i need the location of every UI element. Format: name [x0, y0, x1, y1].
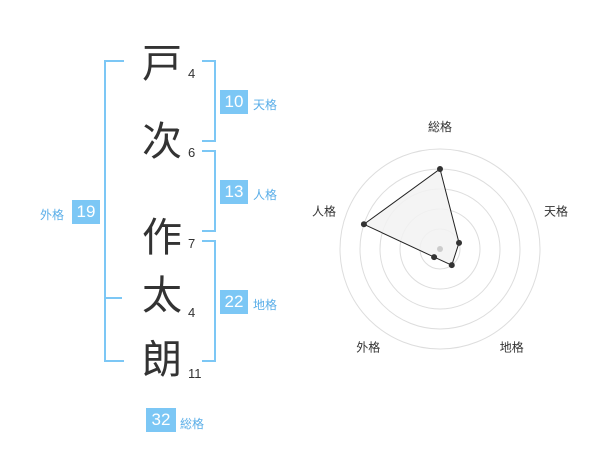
name-char-4: 太	[142, 273, 182, 319]
radar-point-4	[431, 254, 438, 261]
tenkaku-bracket	[202, 60, 216, 142]
radar-center-point	[437, 246, 443, 252]
radar-point-3	[448, 262, 455, 269]
chikaku-label: 地格	[253, 298, 278, 312]
radar-point-5	[360, 221, 367, 228]
radar-axis-label-3: 地格	[500, 340, 524, 355]
jinkaku-bracket	[202, 150, 216, 232]
stroke-count-2: 6	[188, 145, 196, 160]
name-char-5: 朗	[142, 337, 182, 383]
radar-axis-label-5: 人格	[312, 203, 336, 218]
radar-point-1	[437, 166, 443, 172]
name-char-1: 戸	[142, 41, 182, 87]
radar-point-2	[456, 239, 463, 246]
stroke-count-3: 7	[188, 236, 196, 251]
tenkaku-badge: 10	[220, 90, 248, 114]
radar-grid-ring	[339, 148, 541, 350]
gaikaku-label: 外格	[40, 208, 65, 222]
gaikaku-bracket-tick	[104, 297, 122, 299]
gaikaku-badge: 19	[72, 200, 100, 224]
soukaku-badge: 32	[146, 408, 176, 432]
stroke-count-4: 4	[188, 305, 196, 320]
stroke-count-5: 11	[188, 366, 202, 381]
radar-axis-label-1: 総格	[428, 119, 452, 134]
name-char-2: 次	[142, 119, 182, 165]
chikaku-bracket	[202, 240, 216, 362]
stroke-count-1: 4	[188, 66, 196, 81]
chikaku-badge: 22	[220, 290, 248, 314]
tenkaku-label: 天格	[253, 98, 278, 112]
name-char-3: 作	[142, 215, 182, 261]
radar-polygon	[362, 168, 460, 266]
soukaku-label: 総格	[180, 417, 205, 431]
jinkaku-label: 人格	[253, 188, 278, 202]
radar-axis-label-2: 天格	[544, 203, 568, 218]
radar-axis-label-4: 外格	[356, 340, 380, 355]
jinkaku-badge: 13	[220, 180, 248, 204]
gaikaku-bracket	[104, 60, 124, 362]
